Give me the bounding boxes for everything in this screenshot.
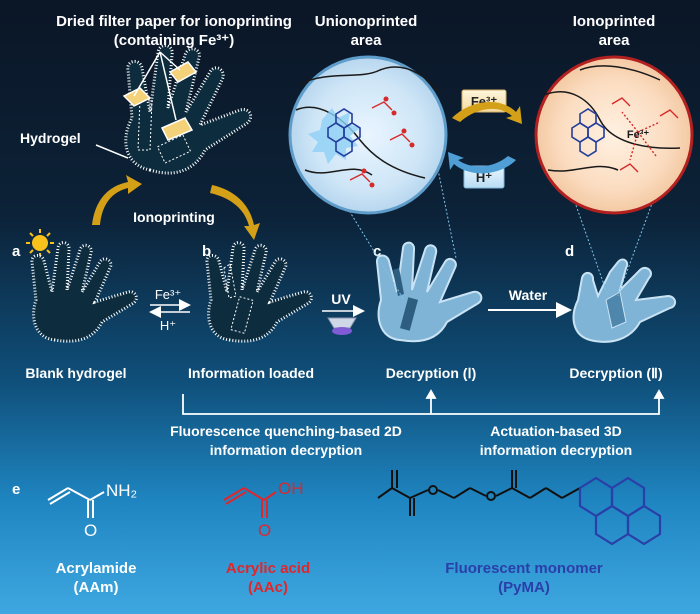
ionoprinted-subtitle: area xyxy=(599,32,631,49)
filter-paper-pieces xyxy=(122,61,198,141)
acrylic-acid-oh: OH xyxy=(278,479,304,498)
acrylamide-name: Acrylamide xyxy=(56,560,137,577)
acrylamide-o: O xyxy=(84,521,97,540)
ionoprinting-arrows xyxy=(92,175,260,240)
fe3-cycle-arrow xyxy=(452,101,522,124)
decryption-two-hand xyxy=(572,258,676,343)
fe3-ab-label: Fe³⁺ xyxy=(155,287,181,302)
filter-paper-title: Dried filter paper for ionoprinting xyxy=(56,13,292,30)
h-cycle-arrow xyxy=(448,152,516,174)
ionoprinted-zoom-circle: Fe³⁺ xyxy=(534,55,694,215)
caption-information-loaded: Information loaded xyxy=(188,365,314,381)
fluorescent-monomer-abbr: (PyMA) xyxy=(498,579,550,596)
h-ab-label: H⁺ xyxy=(160,318,176,333)
unionoprinted-zoom-circle xyxy=(288,55,448,215)
blank-hydrogel-hand xyxy=(30,241,138,343)
fluorescence-method-subtitle: information decryption xyxy=(210,442,362,458)
unionoprinted-title: Unionoprinted xyxy=(315,13,417,30)
caption-blank-hydrogel: Blank hydrogel xyxy=(25,365,126,381)
panel-label-a: a xyxy=(12,243,21,260)
ionoprinted-title: Ionoprinted xyxy=(573,13,656,30)
uv-label: UV xyxy=(331,291,351,307)
panel-label-d: d xyxy=(565,243,574,260)
acrylamide-structure xyxy=(47,487,105,518)
acrylic-acid-o: O xyxy=(258,521,271,540)
acrylic-acid-abbr: (AAc) xyxy=(248,579,288,596)
panel-label-c: c xyxy=(373,243,381,260)
acrylamide-nh2: NH₂ xyxy=(106,481,137,500)
water-label: Water xyxy=(509,287,548,303)
panel-label-e: e xyxy=(12,481,20,498)
filter-paper-pointer-lines xyxy=(95,51,181,159)
decryption-one-hand xyxy=(375,241,483,343)
unionoprinted-subtitle: area xyxy=(351,32,383,49)
uv-lamp-icon xyxy=(327,317,357,335)
filter-paper-subtitle: (containing Fe³⁺) xyxy=(114,32,234,49)
hydrogel-label: Hydrogel xyxy=(20,130,81,146)
actuation-method-subtitle: information decryption xyxy=(480,442,632,458)
fe3-complex-label: Fe³⁺ xyxy=(627,129,650,141)
caption-decryption-two: Decryption (Ⅱ) xyxy=(569,365,662,381)
pyrene-structure xyxy=(578,476,662,546)
actuation-method-title: Actuation-based 3D xyxy=(490,423,621,439)
fluorescent-monomer-name: Fluorescent monomer xyxy=(445,560,603,577)
fluorescence-method-title: Fluorescence quenching-based 2D xyxy=(170,423,402,439)
top-hand-hydrogel xyxy=(124,44,253,175)
decryption-bracket xyxy=(182,389,665,415)
ionoprinting-label: Ionoprinting xyxy=(133,209,215,225)
acrylic-acid-structure xyxy=(223,487,277,518)
information-loaded-hand xyxy=(205,241,313,343)
caption-decryption-one: Decryption (Ⅰ) xyxy=(386,365,476,381)
acrylic-acid-name: Acrylic acid xyxy=(226,560,310,577)
fluorescent-monomer-chain xyxy=(377,470,581,516)
panel-label-b: b xyxy=(202,243,211,260)
sun-icon xyxy=(26,229,54,257)
acrylamide-abbr: (AAm) xyxy=(74,579,119,596)
h-pill-label: H⁺ xyxy=(476,170,492,185)
